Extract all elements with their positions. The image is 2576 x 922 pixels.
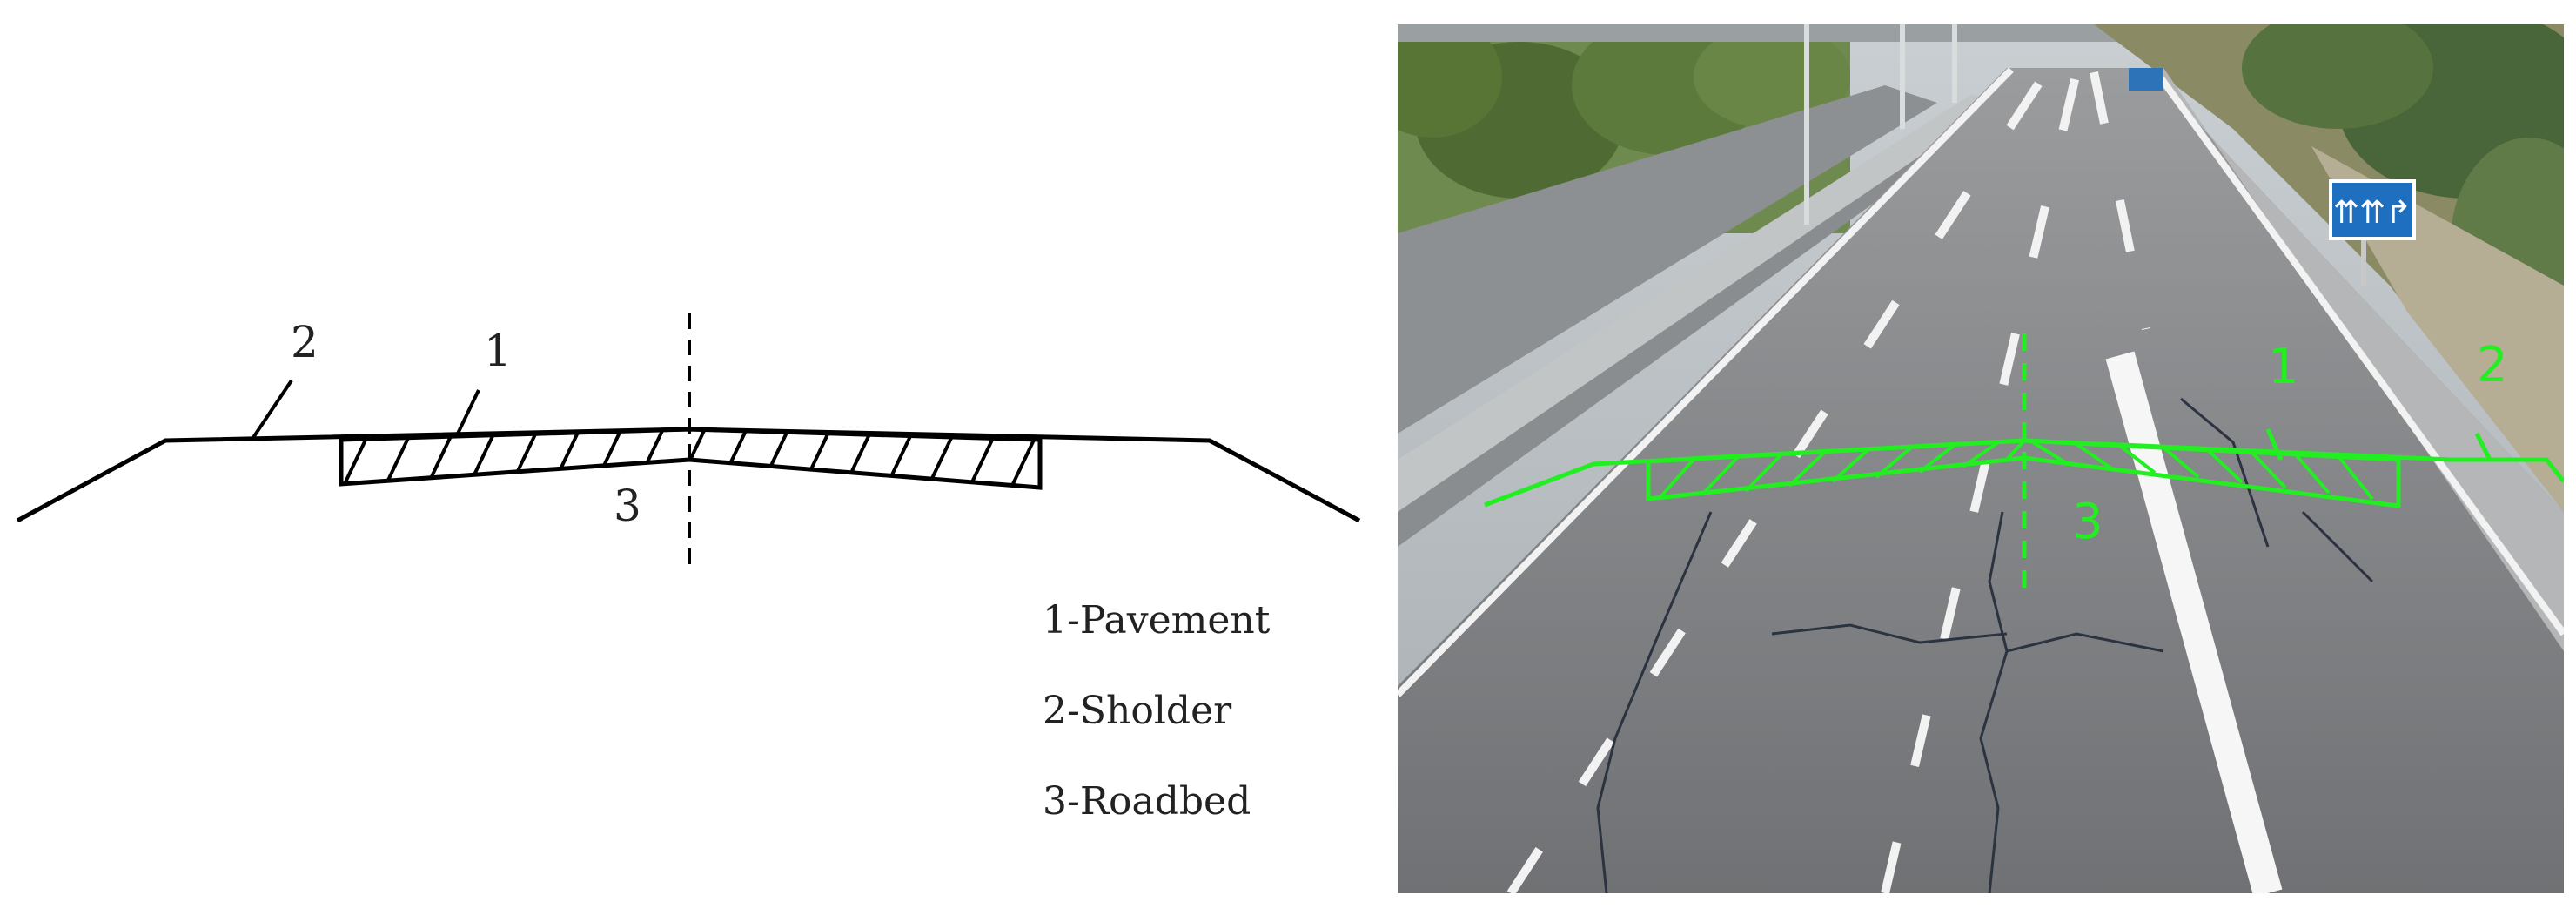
overlay-hatching — [1657, 439, 2374, 501]
light-poles — [1804, 24, 1957, 225]
pavement-cracks — [1596, 397, 2374, 893]
svg-text:⇈⇈↱: ⇈⇈↱ — [2333, 195, 2412, 231]
road-sign-small — [2129, 68, 2163, 91]
legend-item-pavement: 1-Pavement — [1043, 598, 1271, 643]
median-barrier — [1398, 94, 1998, 512]
overlay-label-2: 2 — [2477, 337, 2508, 394]
overlay-label-3: 3 — [2072, 494, 2103, 550]
legend: 1-Pavement 2-Sholder 3-Roadbed — [1043, 596, 1270, 868]
legend-item-roadbed: 3-Roadbed — [1043, 779, 1251, 824]
left-carriageway — [1398, 85, 1937, 434]
overlay-label-1: 1 — [2268, 339, 2299, 395]
highway-photo: ⇈⇈↱ — [1398, 24, 2564, 893]
overlay-leader-2 — [2474, 432, 2492, 461]
overlay-leader-1 — [2265, 428, 2284, 461]
callout-3: 3 — [614, 481, 641, 531]
legend-item-shoulder: 2-Sholder — [1043, 689, 1232, 733]
pavement-layer — [339, 427, 1043, 490]
callout-1: 1 — [484, 326, 512, 376]
road-sign-lanes: ⇈⇈↱ — [2329, 179, 2416, 286]
callout-2: 2 — [291, 317, 319, 367]
green-overlay — [1484, 333, 2564, 590]
callout-leader-2 — [251, 379, 293, 441]
lane-markings — [1506, 70, 2150, 893]
cross-section-diagram: 2 1 3 — [16, 313, 1361, 570]
callout-leader-1 — [455, 389, 480, 436]
